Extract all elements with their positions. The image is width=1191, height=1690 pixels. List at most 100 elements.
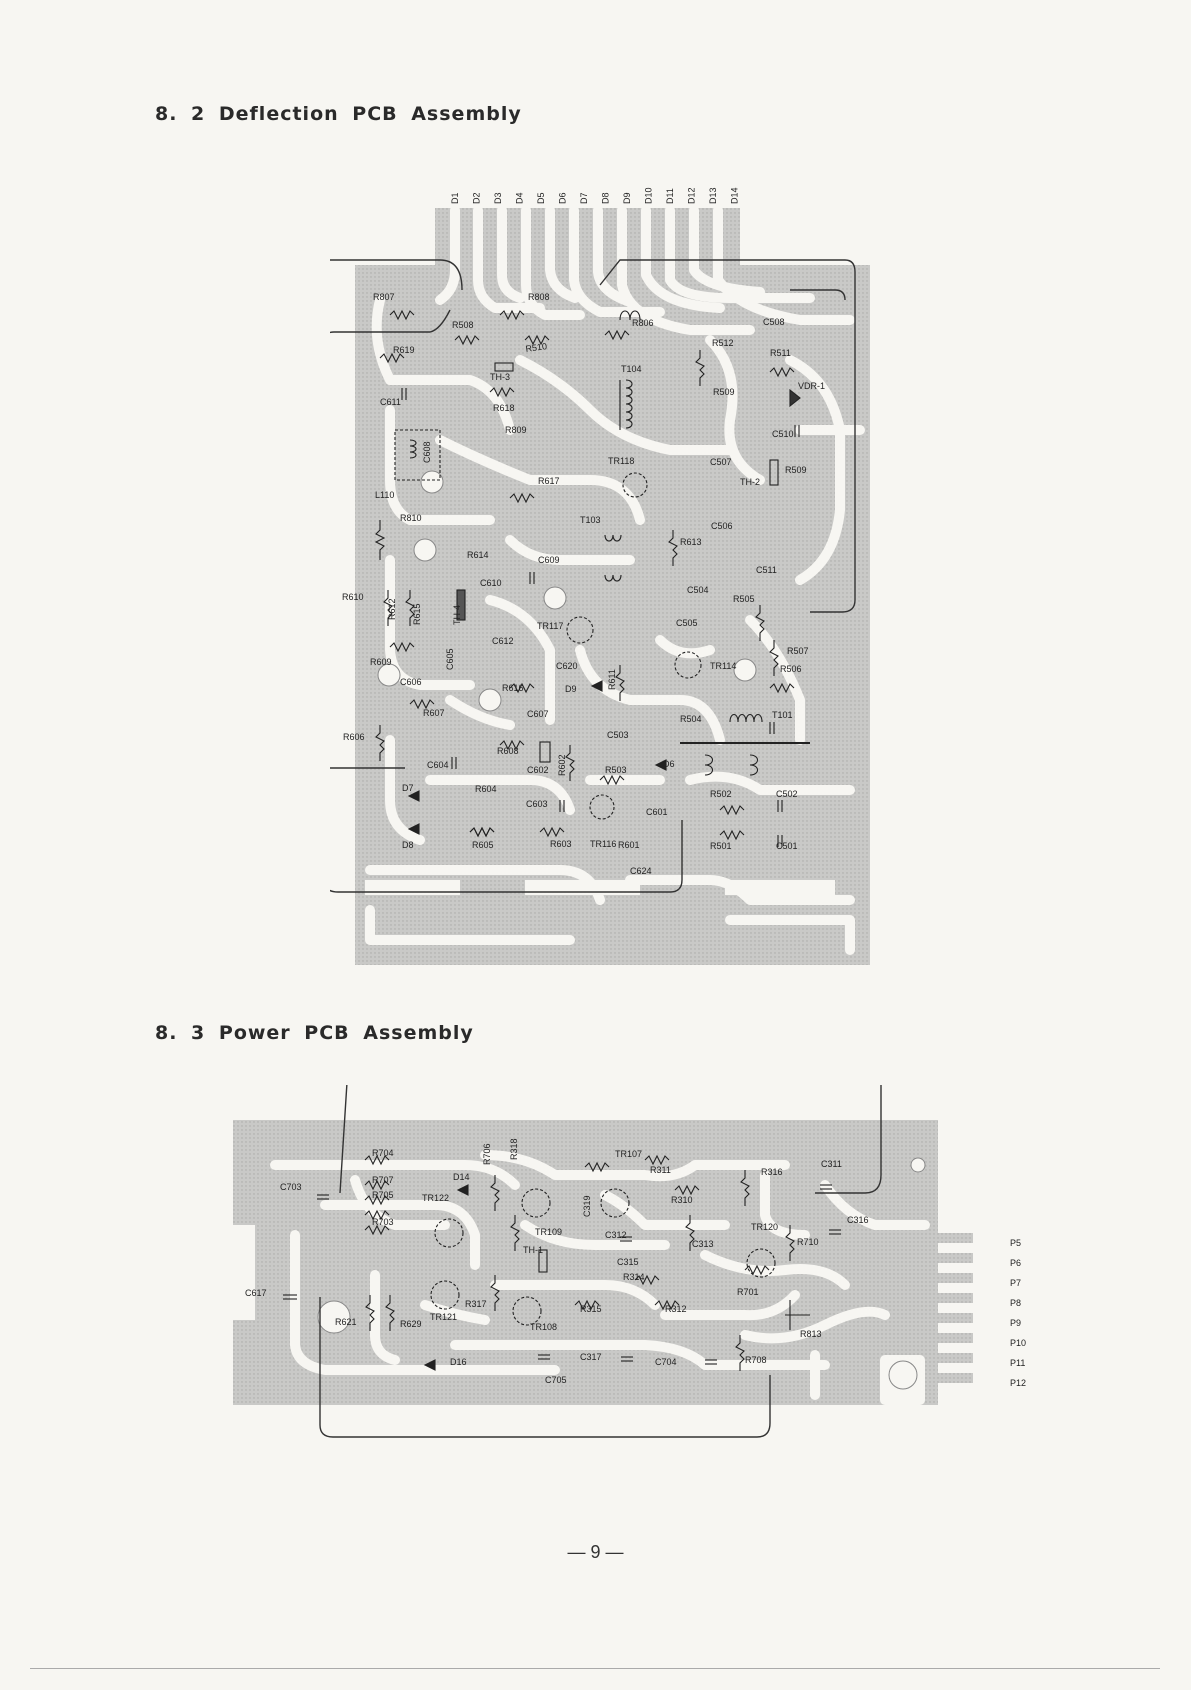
connector-d11: D11 [665,188,675,204]
connector-d1: D1 [450,192,460,204]
component-label-tr116: TR116 [590,839,616,849]
component-label-th-2: TH-2 [740,477,760,487]
component-label-r601: R601 [618,840,640,850]
connector-d8: D8 [601,192,611,204]
component-label-r609: R609 [370,657,392,667]
component-label-c315: C315 [617,1257,639,1267]
component-label-c601: C601 [646,807,668,817]
component-label-r612: R612 [387,598,397,620]
component-label-c503: C503 [607,730,629,740]
connector-p11: P11 [1010,1358,1025,1368]
component-label-r704: R704 [372,1148,394,1158]
connector-p9: P9 [1010,1318,1021,1328]
component-label-c624: C624 [630,866,652,876]
component-label-c612: C612 [492,636,514,646]
connector-d12: D12 [687,187,697,204]
component-label-c610: C610 [480,578,502,588]
component-label-r703: R703 [372,1217,394,1227]
jumper-wires [330,259,856,893]
component-label-c620: C620 [556,661,578,671]
component-label-r701: R701 [737,1287,759,1297]
component-label-d7: D7 [402,783,414,793]
component-label-r604: R604 [475,784,497,794]
component-label-r509: R509 [713,387,735,397]
component-label-c607: C607 [527,709,549,719]
component-label-c609: C609 [538,555,560,565]
component-label-th-4: TH-4 [452,605,462,625]
component-label-r605: R605 [472,840,494,850]
component-label-c511: C511 [756,565,777,575]
connector-p8: P8 [1010,1298,1021,1308]
component-label-c603: C603 [526,799,548,809]
components [283,1154,841,1371]
component-label-r501: R501 [710,841,732,851]
component-label-tr120: TR120 [751,1222,778,1232]
component-label-tr122: TR122 [422,1193,449,1203]
component-label-t101: T101 [772,710,793,720]
component-label-c312: C312 [605,1230,627,1240]
component-label-r311: R311 [650,1165,671,1175]
board-edge-cutouts [233,1157,926,1405]
component-label-r617: R617 [538,476,560,486]
connector-d3: D3 [493,192,503,204]
connector-d14: D14 [730,187,740,204]
component-label-r511: R511 [770,348,791,358]
component-label-c605: C605 [445,648,455,670]
component-label-r317: R317 [465,1299,487,1309]
component-label-tr114: TR114 [710,661,736,671]
component-label-d8: D8 [402,840,414,850]
component-label-r508: R508 [452,320,474,330]
component-label-r619: R619 [393,345,415,355]
connector-d4: D4 [515,192,525,204]
connector-d2: D2 [472,192,482,204]
edge-fingers [925,1233,973,1383]
component-label-tr109: TR109 [535,1227,562,1237]
component-label-r710: R710 [797,1237,819,1247]
bottom-rule [30,1668,1160,1669]
component-label-r806: R806 [632,318,654,328]
component-label-r506: R506 [780,664,802,674]
component-label-l110: L110 [375,490,394,500]
component-label-r621: R621 [335,1317,357,1327]
component-label-c311: C311 [821,1159,842,1169]
board-slots [365,880,835,895]
connector-p7: P7 [1010,1278,1021,1288]
component-label-r507: R507 [787,646,809,656]
component-label-r502: R502 [710,789,732,799]
component-label-c501: C501 [776,841,798,851]
component-label-c508: C508 [763,317,785,327]
connector-d6: D6 [558,192,568,204]
copper-traces [270,1150,930,1400]
component-label-c704: C704 [655,1357,677,1367]
component-label-r318: R318 [509,1138,519,1160]
component-label-r810: R810 [400,513,422,523]
connector-d9: D9 [622,192,632,204]
jumper-wires [319,1085,882,1438]
component-label-c319: C319 [582,1195,592,1217]
component-label-r616: R616 [502,683,524,693]
component-label-r602: R602 [557,754,567,776]
component-label-r510: R510 [525,341,548,354]
component-label-c703: C703 [280,1182,302,1192]
component-label-tr121: TR121 [430,1312,457,1322]
component-label-th-1: TH-1 [523,1245,543,1255]
component-label-r503: R503 [605,765,627,775]
component-label-r610: R610 [342,592,364,602]
component-label-r505: R505 [733,594,755,604]
deflection-section-title: 8. 2 Deflection PCB Assembly [155,103,522,125]
component-label-c313: C313 [692,1239,714,1249]
connector-d10: D10 [644,187,654,204]
component-label-r707: R707 [372,1175,394,1185]
component-label-r316: R316 [761,1167,783,1177]
component-label-c604: C604 [427,760,449,770]
connector-d7: D7 [579,192,589,204]
component-label-r315: R315 [580,1304,602,1314]
component-label-r706: R706 [482,1143,492,1165]
component-label-r504: R504 [680,714,702,724]
component-label-c505: C505 [676,618,698,628]
component-label-r807: R807 [373,292,395,302]
component-label-c506: C506 [711,521,733,531]
